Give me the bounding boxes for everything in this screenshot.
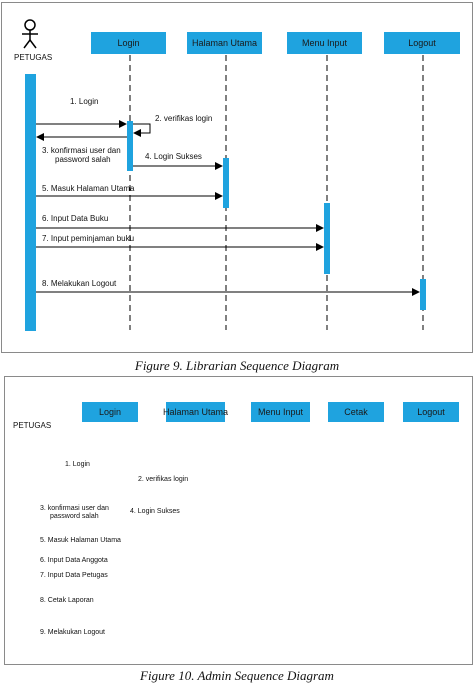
message-label-8: 8. Cetak Laporan [40, 597, 94, 604]
arrow-2-self [133, 123, 151, 137]
lifeline-box-halaman-utama: Halaman Utama [187, 32, 262, 54]
message-label-4: 4. Login Sukses [145, 152, 202, 161]
diagram-frame-librarian [1, 2, 473, 353]
message-label-2: 2. verifikas login [138, 476, 189, 483]
message-label-7: 7. Input Data Petugas [40, 572, 108, 579]
message-label-3a: 3. konfirmasi user dan [42, 146, 121, 155]
message-label-3a: 3. konfirmasi user dan [40, 505, 109, 512]
activation-halaman-utama [223, 158, 229, 208]
lifeline-box-logout: Logout [384, 32, 460, 54]
message-label-4: 4. Login Sukses [130, 508, 180, 515]
message-label-1: 1. Login [70, 97, 99, 106]
activation-logout [420, 279, 426, 310]
lifeline-box-login: Login [82, 402, 138, 422]
activation-login [127, 121, 133, 171]
message-label-3b: password salah [55, 155, 111, 164]
message-label-6: 6. Input Data Anggota [40, 557, 108, 564]
message-label-5: 5. Masuk Halaman Utama [42, 184, 135, 193]
lifeline-box-halaman-utama: Halaman Utama [163, 402, 228, 422]
message-label-6: 6. Input Data Buku [42, 214, 109, 223]
figure-caption-9: Figure 9. Librarian Sequence Diagram [134, 358, 340, 373]
lifeline-box-menu-input: Menu Input [251, 402, 310, 422]
message-label-5: 5. Masuk Halaman Utama [40, 537, 121, 544]
message-label-7: 7. Input peminjaman buku [42, 234, 135, 243]
activation-actor [25, 74, 36, 331]
message-label-2: 2. verifikas login [155, 114, 213, 123]
actor-icon [22, 19, 38, 49]
diagram-frame-admin [4, 376, 473, 665]
lifeline-box-login: Login [91, 32, 166, 54]
figure-caption-10: Figure 10. Admin Sequence Diagram [140, 668, 334, 683]
lifeline-box-logout: Logout [403, 402, 459, 422]
lifeline-box-cetak: Cetak [328, 402, 384, 422]
message-label-8: 8. Melakukan Logout [42, 279, 117, 288]
message-label-1: 1. Login [65, 461, 90, 468]
message-label-9: 9. Melakukan Logout [40, 629, 105, 636]
lifeline-box-menu-input: Menu Input [287, 32, 362, 54]
message-label-3b: password salah [50, 513, 99, 520]
activation-menu-input [324, 203, 330, 274]
actor-label: PETUGAS [13, 421, 52, 430]
actor-label: PETUGAS [14, 53, 53, 62]
